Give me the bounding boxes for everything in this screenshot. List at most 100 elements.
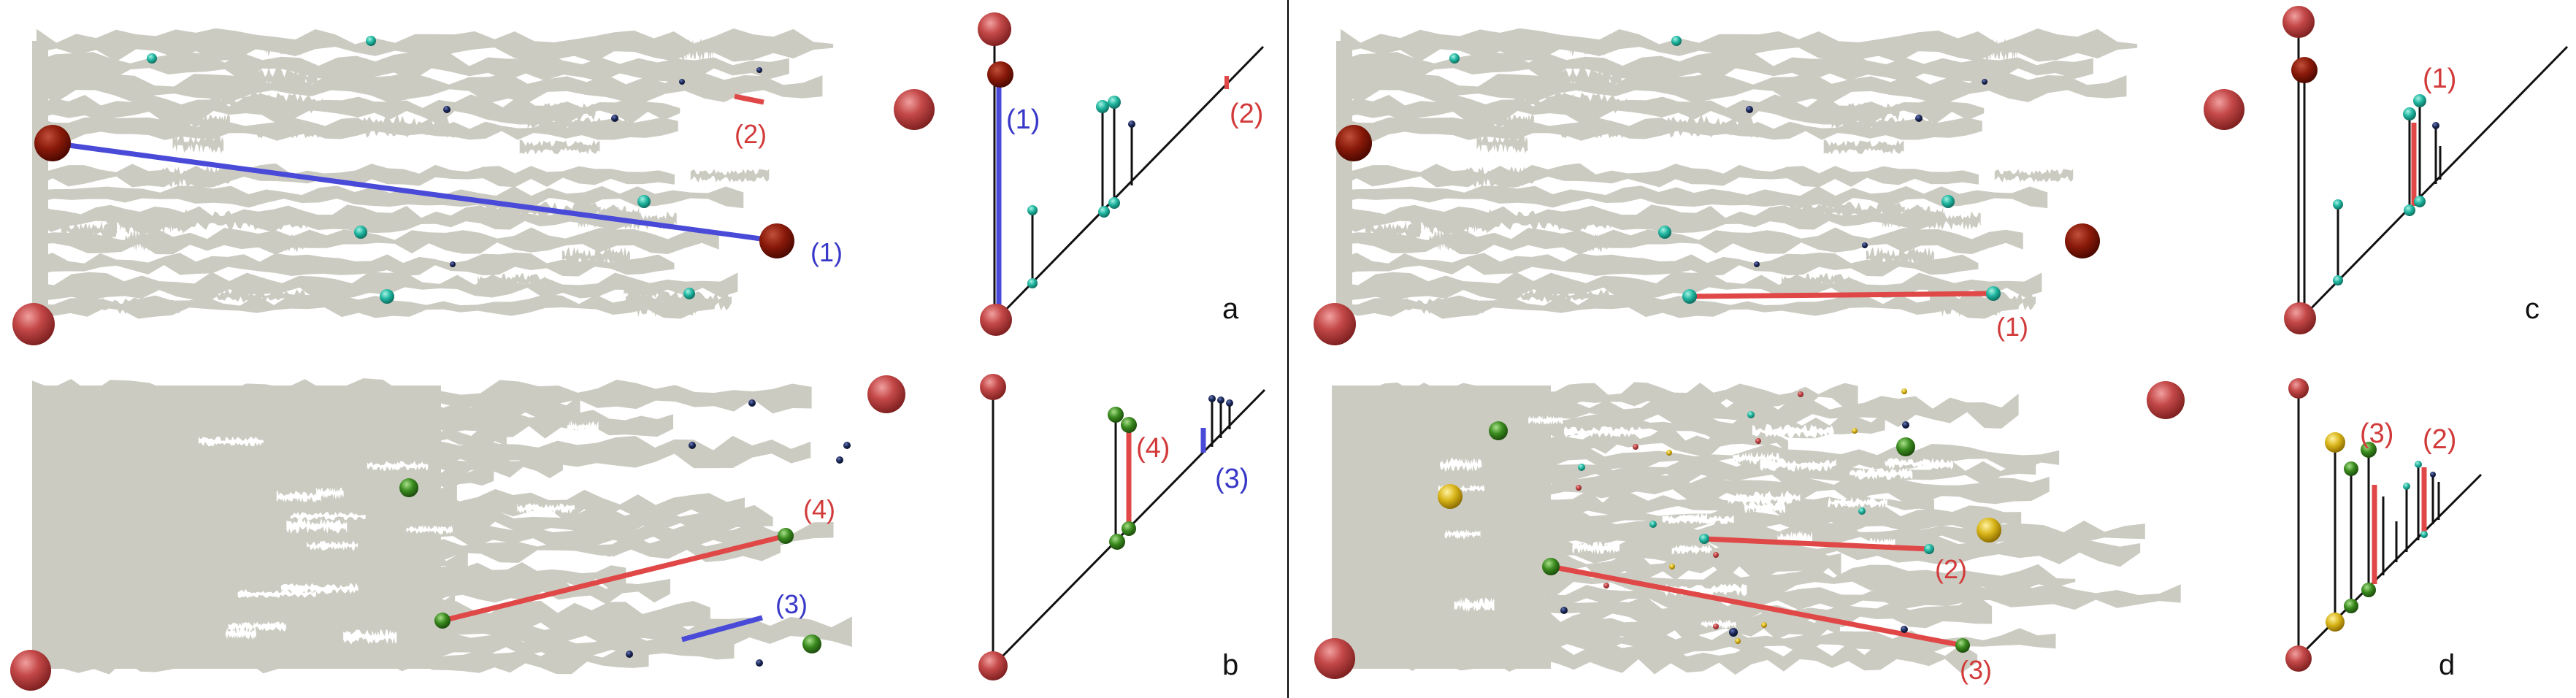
shape-region	[32, 588, 456, 620]
shape-region	[1823, 139, 1904, 155]
shape-region	[237, 588, 316, 599]
shape-region	[1332, 443, 2060, 472]
node-darkred	[34, 125, 71, 161]
panel-b-overlay: (4) (3)	[10, 375, 905, 691]
panel-c-overlay: (1)	[1314, 36, 2245, 345]
node-teal	[2333, 199, 2343, 210]
shape-region	[1444, 529, 1481, 540]
node-yellow	[2326, 613, 2345, 632]
shape-region	[1454, 597, 1495, 613]
shape-region	[1332, 393, 2019, 429]
shape-region	[1341, 252, 1979, 277]
shape-region	[1341, 272, 2042, 301]
diagonal-axis	[2297, 45, 2569, 323]
node-teal	[1649, 521, 1657, 528]
node-red	[980, 304, 1012, 336]
shape-region	[1341, 227, 2023, 255]
shape-region	[37, 28, 834, 63]
node-teal	[2414, 196, 2426, 207]
persistence-pair-line-3	[681, 615, 763, 643]
panel-letter: a	[1222, 293, 1239, 325]
shape-region	[1568, 42, 1606, 57]
shape-region	[1341, 117, 1982, 142]
node-small-yellow	[1852, 428, 1858, 434]
shape-region	[517, 503, 575, 514]
panel-d-barcode: (3) (2) d	[2285, 378, 2483, 681]
node-green	[2361, 442, 2377, 458]
shape-region	[264, 42, 302, 57]
node-red	[1314, 303, 1356, 345]
shape-region	[1572, 541, 1619, 554]
shape-region	[1424, 213, 1465, 235]
shape-region	[561, 246, 630, 269]
shape-region	[1568, 233, 1610, 253]
shape-region	[226, 627, 256, 640]
shape-region	[228, 621, 286, 632]
node-navy	[1560, 607, 1568, 614]
shape-region	[1332, 473, 2050, 505]
node-small-yellow	[1901, 388, 1907, 394]
panel-c-shape	[1336, 28, 2138, 319]
panel-a-shape	[32, 28, 834, 319]
node-navy	[679, 79, 685, 85]
node-green	[778, 528, 794, 544]
node-teal	[1108, 197, 1120, 209]
node-teal	[683, 288, 695, 299]
panel-a-barcode: (1) (2) a	[978, 12, 1265, 336]
node-navy	[626, 651, 633, 658]
shape-region	[1341, 28, 2138, 63]
shape-region	[286, 518, 348, 534]
shape-region	[367, 460, 429, 472]
shape-region	[567, 421, 599, 434]
persistence-pair-line-2	[734, 93, 764, 105]
shape-region	[1680, 513, 1707, 523]
node-small-red	[1755, 438, 1761, 444]
shape-region	[32, 465, 494, 493]
shape-region	[1744, 500, 1786, 514]
shape-region	[161, 166, 231, 188]
node-teal	[1658, 226, 1671, 239]
node-red	[12, 303, 55, 345]
shape-region	[1831, 116, 1938, 131]
shape-region	[406, 525, 453, 534]
shape-region	[1733, 451, 1779, 465]
shape-region	[1938, 296, 2000, 317]
node-navy	[756, 659, 763, 667]
node-navy	[1746, 106, 1753, 113]
shape-region	[276, 490, 321, 503]
shape-region	[254, 124, 325, 139]
node-teal	[1986, 286, 2001, 301]
shape-region	[1428, 229, 1470, 252]
shape-region	[1984, 39, 2017, 61]
shape-region	[198, 436, 264, 447]
node-green	[2361, 583, 2376, 597]
shape-region	[37, 294, 715, 319]
shape-region	[1341, 51, 2093, 83]
shape-region	[1701, 619, 1736, 629]
node-red	[2147, 381, 2185, 419]
node-teal	[1699, 534, 1709, 544]
panel-b-shape	[32, 378, 852, 675]
node-small-red	[1798, 391, 1803, 397]
node-green	[1489, 421, 1508, 440]
panel-d-shape	[1332, 382, 2181, 675]
shape-region	[210, 91, 323, 114]
pair-label: (3)	[775, 589, 808, 619]
node-green	[434, 613, 451, 629]
node-yellow	[1438, 484, 1463, 509]
node-small-red	[1713, 552, 1719, 558]
shape-region	[37, 185, 744, 209]
shape-region	[37, 117, 678, 142]
shape-region	[1866, 246, 1934, 269]
node-green	[1121, 417, 1137, 433]
node-teal	[2415, 461, 2422, 468]
persistence-pair-line-1	[52, 140, 778, 244]
node-teal	[1027, 205, 1038, 215]
shape-region	[1365, 220, 1422, 240]
shape-region	[1822, 102, 1900, 121]
shape-region	[1564, 426, 1643, 439]
node-darkred	[1335, 125, 1372, 161]
pair-label: (3)	[1960, 655, 1992, 685]
node-red	[2285, 645, 2312, 672]
pair-label: (2)	[735, 119, 767, 149]
